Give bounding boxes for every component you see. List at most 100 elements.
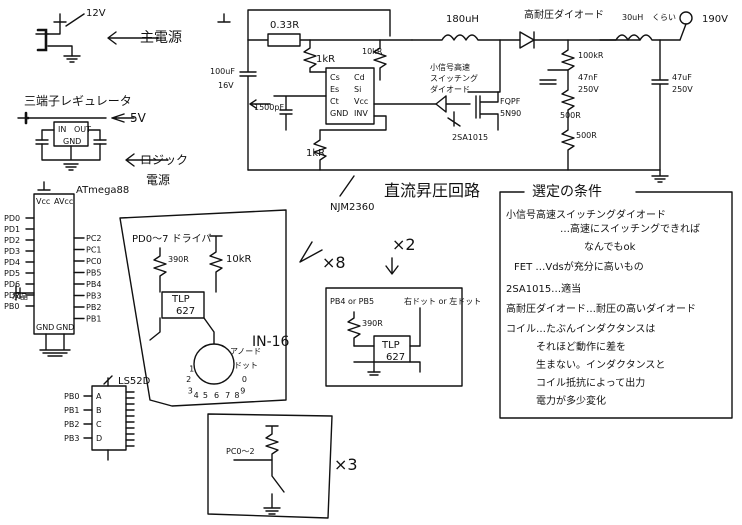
r100k-label: 100kR [578,51,604,60]
hv-diode [519,31,641,49]
mcu-pin-pc2: PC2 [86,234,102,243]
selection-line: 小信号高速スイッチングダイオード [506,208,666,221]
ic-pin-cd: Cd [354,73,365,82]
selection-line: コイル…たぶんインダクタンスは [506,322,655,335]
tlp-out [149,317,215,345]
decoder-outputs [125,391,135,447]
decoder-input-pb3: PB3 [64,434,79,443]
atmega-ic [33,193,75,335]
x2-label: ×2 [392,235,416,254]
dot-driver-section: ×2 PB4 or PB5 右ドット or 左ドット 390R TLP 627 [325,235,481,387]
selection-line: 電力が多少変化 [536,394,606,407]
nixie-r390 [153,247,167,293]
r10k [373,39,387,81]
mcu-vcc: Vcc [36,197,50,206]
ground-symbol [63,55,81,63]
boost-vin [217,13,231,23]
selection-title: 選定の条件 [532,183,602,200]
ic-pin-vcc: Vcc [354,97,368,106]
c47n [539,69,569,85]
dots-label: ドット [234,361,258,370]
logic-label-2: 電源 [146,173,170,187]
dot-r390 [347,311,361,347]
mcu-pin-pd7: PD7 [4,291,20,300]
tlp2-label: 627 [176,306,195,317]
regulator-section: 三端子レギュレータ IN OUT GND 5V ロジック 電源 [17,94,188,187]
arrow-main-power [107,31,159,45]
x2-arrow [385,257,399,275]
ic-pin-cs: Cs [330,73,340,82]
tube-digit: 0 [242,375,247,384]
mcu-pin-pb3: PB3 [86,292,101,301]
mcu-pin-pb4: PB4 [86,280,101,289]
r1k-a [303,39,317,73]
switch-box [207,413,333,519]
dot-ground [367,371,381,376]
x8-arrow [299,241,323,263]
small-d-2: スイッチング [430,73,478,83]
tube-name: IN-16 [252,334,290,350]
fet-label-2: 5N90 [500,109,521,118]
mcu-name: ATmega88 [76,185,129,196]
c47u-v: 250V [672,85,693,94]
jack-wire [35,33,73,57]
dotdrv-box [325,287,463,387]
atmega-section: ATmega88 Vcc AVcc PD0PD1PD2PD3PD4PD5PD6P… [4,181,129,357]
ic-pin-es: Es [330,85,339,94]
x3-label: ×3 [334,455,358,474]
nixie-tube [193,343,235,385]
decoder-name: LS52D [118,376,151,387]
dot-r-label: 390R [362,319,383,328]
mcu-pin-pb5: PB5 [86,269,101,278]
r1k-b-label: 1kR [306,148,325,159]
decoder-input-pb1: PB1 [64,406,79,415]
tube-digit: 7 [225,391,230,400]
mcu-pin-pc0: PC0 [86,257,102,266]
main-power-section: 12V 主電源 [35,8,182,63]
ct-cap [273,71,327,131]
fet-label-1: FQPF [500,97,521,106]
v5-label: 5V [130,111,147,125]
mcu-pin-pc1: PC1 [86,246,102,255]
ic-pin-inv: INV [354,109,368,118]
tlp-label: TLP [171,294,190,305]
switch [233,459,285,515]
mcu-pin-pd3: PD3 [4,247,20,256]
c1500p-label: 1500pF [254,103,284,112]
inductor-30 [599,34,681,41]
small-d-3: ダイオード [430,84,470,94]
dot-tlp-wires [353,345,421,373]
sw-diode [435,95,471,113]
output-lead [679,23,687,41]
logic-label-1: ロジック [140,153,188,167]
dc-jack [36,28,48,52]
mcu-pin-pd2: PD2 [4,236,20,245]
ic-pin-si: Si [354,85,361,94]
mcu-ground [39,333,71,357]
r033-resistor [247,33,413,47]
ls52d-ic [91,385,127,451]
tube-digit: 1 [189,364,194,373]
reg-wires [41,129,101,141]
selection-line: …高速にスイッチングできれば [560,222,700,235]
c100u [239,39,257,171]
reg-gnd-rail [41,143,101,161]
mcu-pin-pd1: PD1 [4,225,20,234]
decoder-input-pb2: PB2 [64,420,79,429]
tube-digit: 4 [194,391,199,400]
tube-digit: 8 [234,391,239,400]
tlp627 [161,291,205,319]
decoder-pin-label: B [96,406,102,415]
pd-label: PD0〜7 ドライバ [132,233,211,245]
selection-box [499,191,733,419]
r033-label: 0.33R [270,20,299,31]
feedback-divider [561,39,575,171]
decoder-pin-label: A [96,392,102,401]
q2-label: 2SA1015 [452,133,488,142]
reg-in: IN [58,125,66,134]
c47u-label: 47uF [672,73,692,82]
